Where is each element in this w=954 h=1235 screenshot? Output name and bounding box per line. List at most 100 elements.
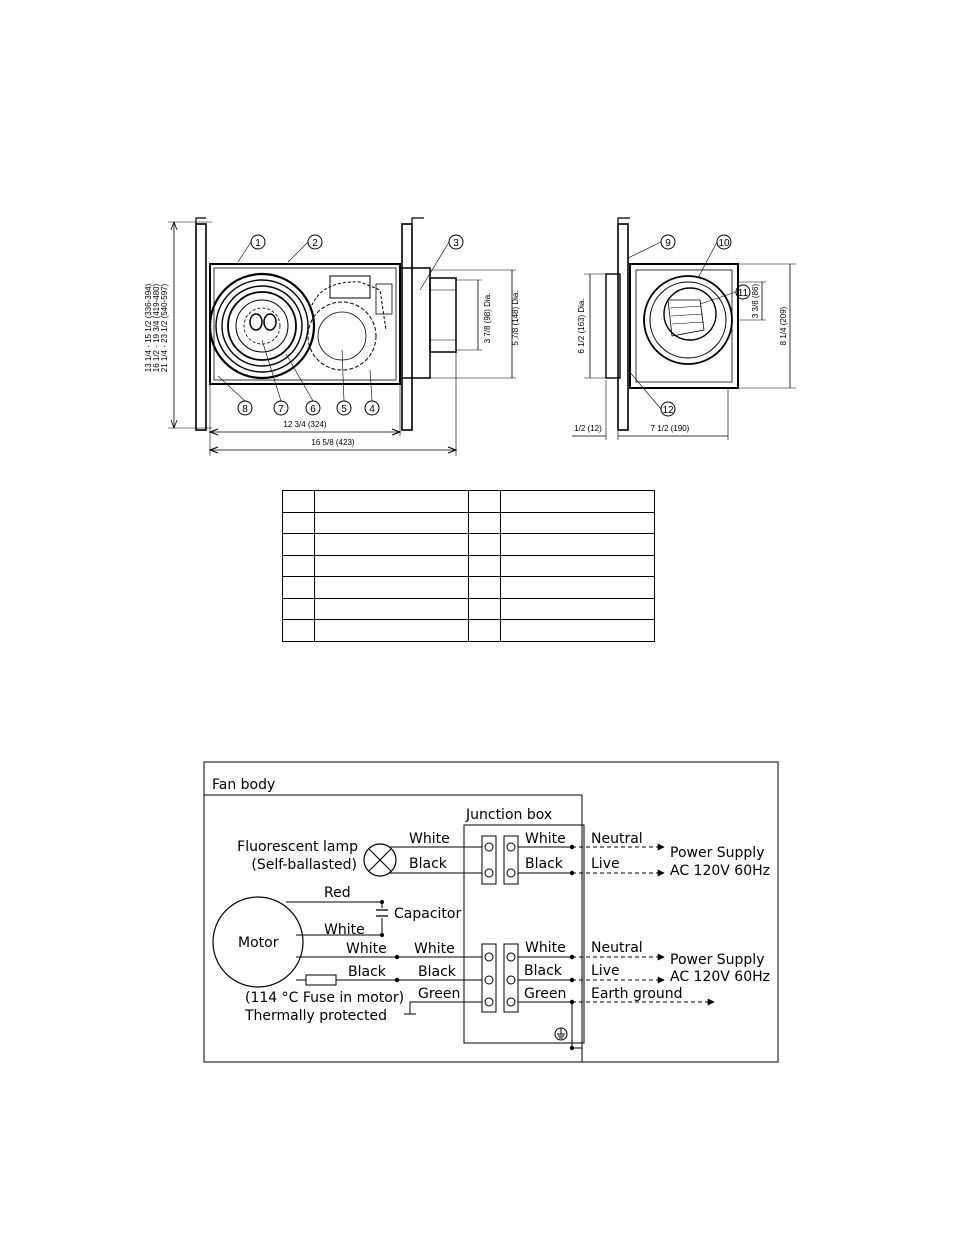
dim-height-1: 13 1/4 - 15 1/2 (336-394) [144, 283, 153, 372]
right-dimension-labels: 6 1/2 (163) Dia. 3 3/8 (86) 8 1/4 (209) … [574, 284, 788, 433]
table-row [282, 597, 655, 621]
dim-body-width: 12 3/4 (324) [283, 420, 326, 429]
wire-motor-green-out: Green [418, 986, 460, 1002]
table-cell [282, 511, 315, 535]
callout-4: 4 [369, 404, 375, 415]
wire-lamp-white: White [409, 831, 450, 847]
wire-motor-white: White [324, 922, 365, 938]
callout-10: 10 [718, 238, 730, 249]
table-cell [500, 490, 655, 513]
dim-height-2: 16 1/2 - 19 3/4 (419-480) [152, 283, 161, 372]
motor-label: Motor [238, 935, 279, 951]
callout-1: 1 [255, 238, 261, 249]
left-dimension-labels: 13 1/4 - 15 1/2 (336-394) 16 1/2 - 19 3/… [144, 283, 520, 447]
wire-jb-out-black-1: Black [525, 856, 564, 872]
wire-jb-out-black-2: Black [524, 963, 563, 979]
fuse-label-2: Thermally protected [244, 1008, 387, 1024]
callout-12: 12 [662, 405, 674, 416]
wire-motor-white-out: White [346, 941, 387, 957]
callout-8: 8 [242, 404, 248, 415]
dim-depth: 7 1/2 (190) [651, 424, 690, 433]
lamp-label-1: Fluorescent lamp [237, 839, 358, 855]
table-cell [500, 597, 655, 621]
table-row [282, 533, 655, 556]
table-row [282, 490, 655, 513]
table-row [282, 576, 655, 599]
table-cell [500, 511, 655, 535]
wire-jb-in-white: White [414, 941, 455, 957]
table-cell [500, 576, 655, 599]
power-supply-1-line1: Power Supply [670, 845, 765, 861]
callout-5: 5 [341, 404, 347, 415]
power-supply-1-line2: AC 120V 60Hz [670, 863, 770, 879]
wire-lamp-black: Black [409, 856, 448, 872]
parts-table [282, 490, 655, 642]
dim-overall-width: 16 5/8 (423) [311, 438, 354, 447]
callout-9: 9 [665, 238, 671, 249]
wiring-diagram [203, 761, 779, 1063]
dim-duct-outer: 5 7/8 (148) Dia. [511, 290, 520, 345]
live-1-label: Live [591, 856, 620, 872]
callout-7: 7 [278, 404, 284, 415]
right-dimension-view [572, 217, 796, 440]
wire-motor-black-out: Black [348, 964, 387, 980]
table-cell [282, 619, 315, 642]
lamp-label-2: (Self-ballasted) [251, 857, 357, 873]
table-cell [468, 597, 501, 621]
dim-body-height: 8 1/4 (209) [779, 306, 788, 345]
callout-3: 3 [453, 238, 459, 249]
table-cell [500, 554, 655, 578]
wire-jb-out-white-1: White [525, 831, 566, 847]
wiring-junction-dots [380, 844, 575, 1051]
table-cell [314, 490, 469, 513]
fuse-label-1: (114 °C Fuse in motor) [245, 990, 404, 1006]
callout-11: 11 [738, 288, 749, 299]
junction-box-label: Junction box [465, 807, 552, 823]
table-cell [468, 490, 501, 513]
dim-height-3: 21 1/4 - 23 1/2 (540-597) [160, 283, 169, 372]
left-callout-labels: 1 2 3 4 5 6 7 8 [242, 238, 459, 415]
table-cell [468, 511, 501, 535]
wire-jb-out-green: Green [524, 986, 566, 1002]
table-cell [282, 576, 315, 599]
table-cell [314, 511, 469, 535]
power-supply-2-line1: Power Supply [670, 952, 765, 968]
dim-lens-height: 3 3/8 (86) [751, 284, 760, 319]
dim-duct-inner: 3 7/8 (98) Dia. [483, 293, 492, 344]
table-cell [468, 619, 501, 642]
wire-motor-red: Red [324, 885, 351, 901]
table-cell [468, 576, 501, 599]
callout-2: 2 [312, 238, 318, 249]
right-callout-labels: 9 10 11 12 [662, 238, 748, 416]
table-cell [468, 554, 501, 578]
table-cell [282, 554, 315, 578]
power-supply-2-line2: AC 120V 60Hz [670, 969, 770, 985]
table-row [282, 511, 655, 535]
table-cell [468, 533, 501, 556]
wiring-labels: Fan body Junction box Fluorescent lamp (… [212, 777, 770, 1024]
neutral-1-label: Neutral [591, 831, 643, 847]
table-cell [314, 597, 469, 621]
callout-6: 6 [310, 404, 316, 415]
table-cell [282, 533, 315, 556]
neutral-2-label: Neutral [591, 940, 643, 956]
dim-grille-dia: 6 1/2 (163) Dia. [577, 298, 586, 353]
table-cell [314, 554, 469, 578]
earth-ground-label: Earth ground [591, 986, 683, 1002]
wire-jb-out-white-2: White [525, 940, 566, 956]
table-row [282, 619, 655, 642]
live-2-label: Live [591, 963, 620, 979]
table-cell [314, 619, 469, 642]
fan-body-label: Fan body [212, 777, 275, 793]
capacitor-label: Capacitor [394, 906, 461, 922]
table-cell [500, 533, 655, 556]
table-cell [500, 619, 655, 642]
table-cell [314, 576, 469, 599]
left-dimension-view [168, 217, 516, 456]
table-row [282, 554, 655, 578]
table-cell [282, 597, 315, 621]
table-cell [314, 533, 469, 556]
wire-jb-in-black: Black [418, 964, 457, 980]
dim-flange: 1/2 (12) [574, 424, 602, 433]
